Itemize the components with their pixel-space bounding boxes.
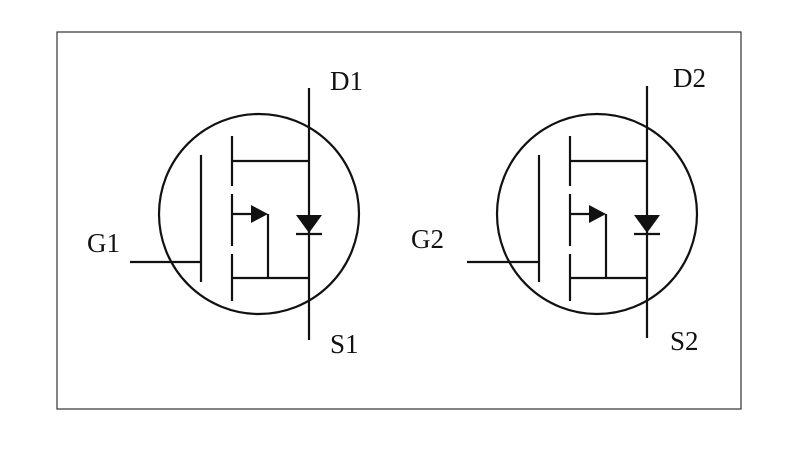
mosfet-2-body-circle bbox=[495, 112, 699, 316]
mosfet-2: D2 G2 S2 bbox=[411, 63, 706, 356]
mosfet-2-drain-label: D2 bbox=[673, 63, 706, 93]
mosfet-2-gate-label: G2 bbox=[411, 224, 444, 254]
mosfet-2-body-arrow-head bbox=[589, 205, 606, 223]
mosfet-1-body-arrow-head bbox=[251, 205, 268, 223]
mosfet-1-source-label: S1 bbox=[330, 329, 359, 359]
mosfet-1: D1 G1 S1 bbox=[87, 66, 363, 359]
mosfet-2-source-label: S2 bbox=[670, 326, 699, 356]
mosfet-1-body-circle bbox=[157, 112, 361, 316]
mosfet-2-diode-triangle bbox=[634, 215, 660, 233]
diagram-frame bbox=[56, 31, 742, 410]
mosfet-1-drain-label: D1 bbox=[330, 66, 363, 96]
mosfet-1-diode-triangle bbox=[296, 215, 322, 233]
mosfet-1-gate-label: G1 bbox=[87, 228, 120, 258]
